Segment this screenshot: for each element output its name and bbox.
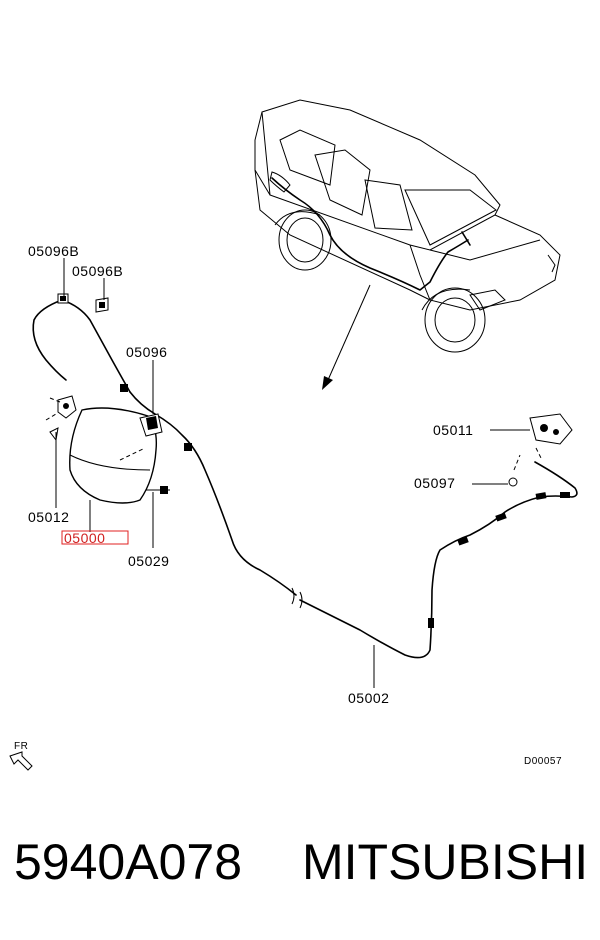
label-05096b-2: 05096B	[72, 263, 123, 279]
label-05096: 05096	[126, 344, 167, 360]
part-labels: 05096B 05096B 05096 05012 05000 05029 05…	[28, 243, 473, 706]
lid-opener-05096	[139, 413, 163, 437]
lid-latch	[45, 395, 77, 442]
cable-assembly	[32, 299, 578, 659]
label-05011: 05011	[433, 422, 473, 438]
fuel-lid-05000	[69, 407, 158, 504]
diagram-code: D00057	[524, 756, 562, 767]
screw-05029	[146, 486, 170, 494]
label-05029: 05029	[128, 553, 169, 569]
clip-05096b-2	[95, 297, 109, 313]
label-05012: 05012	[28, 509, 69, 525]
cable-end-05011	[529, 413, 573, 461]
clip-05096b-1	[57, 293, 69, 304]
direction-indicator: FR	[9, 741, 33, 771]
label-05000: 05000	[64, 530, 105, 546]
clip-05097	[508, 454, 521, 487]
parts-diagram: 05096B 05096B 05096 05012 05000 05029 05…	[9, 99, 578, 771]
label-05096b: 05096B	[28, 243, 79, 259]
front-arrow-icon	[9, 751, 33, 771]
leader-lines	[55, 258, 530, 688]
direction-label: FR	[14, 741, 28, 752]
pointer-arrow	[322, 284, 371, 390]
label-05097: 05097	[414, 475, 455, 491]
vehicle-illustration	[254, 99, 561, 353]
highlight-box	[61, 530, 129, 545]
label-05002: 05002	[348, 690, 389, 706]
brand-name: MITSUBISHI	[302, 834, 589, 890]
part-number: 5940A078	[14, 834, 243, 890]
